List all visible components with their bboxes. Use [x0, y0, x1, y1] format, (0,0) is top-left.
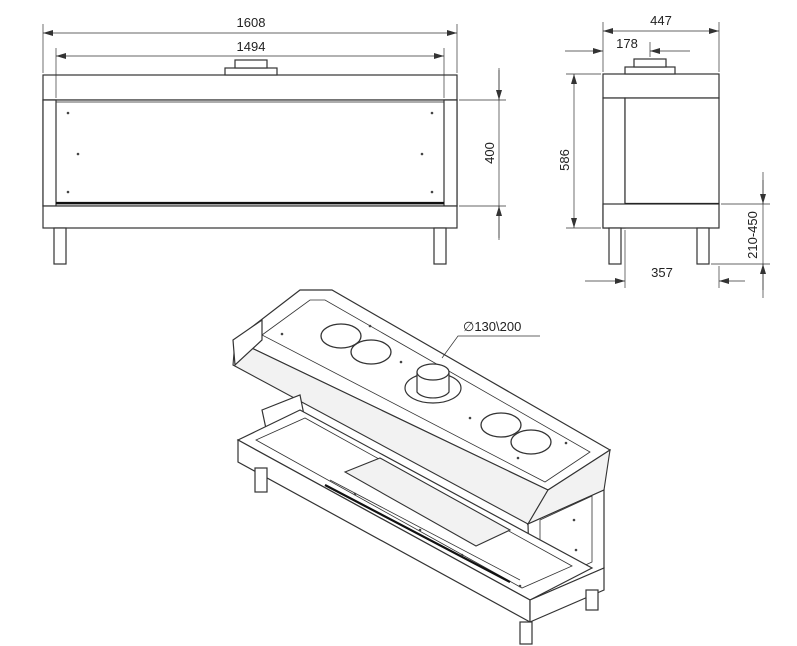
side-base — [602, 203, 720, 229]
front-body — [42, 99, 458, 207]
front-flue-collar — [224, 67, 278, 76]
front-right-leg — [433, 227, 447, 265]
iso-leg-back-right — [585, 589, 599, 611]
side-flue-pipe — [633, 58, 667, 68]
front-dot — [430, 190, 434, 194]
front-left-post — [42, 99, 57, 207]
iso-flue-top — [416, 363, 450, 381]
dim-1608-label: 1608 — [237, 15, 266, 30]
front-dot — [66, 111, 70, 115]
front-dot — [76, 152, 80, 156]
iso-hole-3 — [480, 412, 522, 438]
front-left-leg — [53, 227, 67, 265]
iso-dot — [418, 528, 422, 532]
iso-burner-tray — [343, 457, 512, 547]
front-flue-pipe — [234, 59, 268, 69]
dim-357-label: 357 — [651, 265, 673, 280]
iso-hole-2 — [350, 339, 392, 365]
flue-diameter-label: ∅130\200 — [463, 319, 521, 334]
side-view: 447 178 586 210-450 357 — [557, 13, 770, 298]
iso-left-flange — [232, 318, 263, 367]
iso-dot — [468, 416, 472, 420]
iso-dot — [516, 456, 520, 460]
dim-210-450-label: 210-450 — [745, 211, 760, 259]
dim-586-label: 586 — [557, 149, 572, 171]
side-left-leg — [608, 227, 622, 265]
front-view: 1608 1494 400 — [42, 15, 506, 265]
isometric-view: ∅130\200 — [232, 289, 612, 645]
side-panel — [624, 97, 720, 205]
iso-dot — [353, 492, 357, 496]
flue-leader-line — [441, 335, 540, 359]
dim-447-label: 447 — [650, 13, 672, 28]
front-top-cap — [42, 74, 458, 101]
front-dot — [430, 111, 434, 115]
front-base — [42, 205, 458, 229]
iso-hole-4 — [510, 429, 552, 455]
side-flue-collar — [624, 66, 676, 75]
dim-400-label: 400 — [482, 142, 497, 164]
front-dot — [420, 152, 424, 156]
iso-leg-front-left — [254, 467, 268, 493]
iso-dot — [399, 360, 403, 364]
iso-hole-1 — [320, 323, 362, 349]
front-right-post — [443, 99, 458, 207]
iso-dot — [518, 584, 522, 588]
iso-dot — [280, 332, 284, 336]
iso-dot — [564, 441, 568, 445]
iso-leg-front-right — [519, 621, 533, 645]
iso-dot — [574, 548, 578, 552]
iso-dot — [572, 518, 576, 522]
dim-1494-label: 1494 — [237, 39, 266, 54]
front-dot — [66, 190, 70, 194]
side-right-leg — [696, 227, 710, 265]
iso-right-base — [529, 567, 605, 623]
iso-burner-edge — [324, 484, 511, 583]
side-top-cap — [602, 73, 720, 99]
iso-firebox-inner — [255, 417, 573, 589]
iso-dot — [368, 324, 372, 328]
dim-178-label: 178 — [616, 36, 638, 51]
iso-top-inner — [261, 299, 591, 483]
iso-dot — [460, 553, 464, 557]
